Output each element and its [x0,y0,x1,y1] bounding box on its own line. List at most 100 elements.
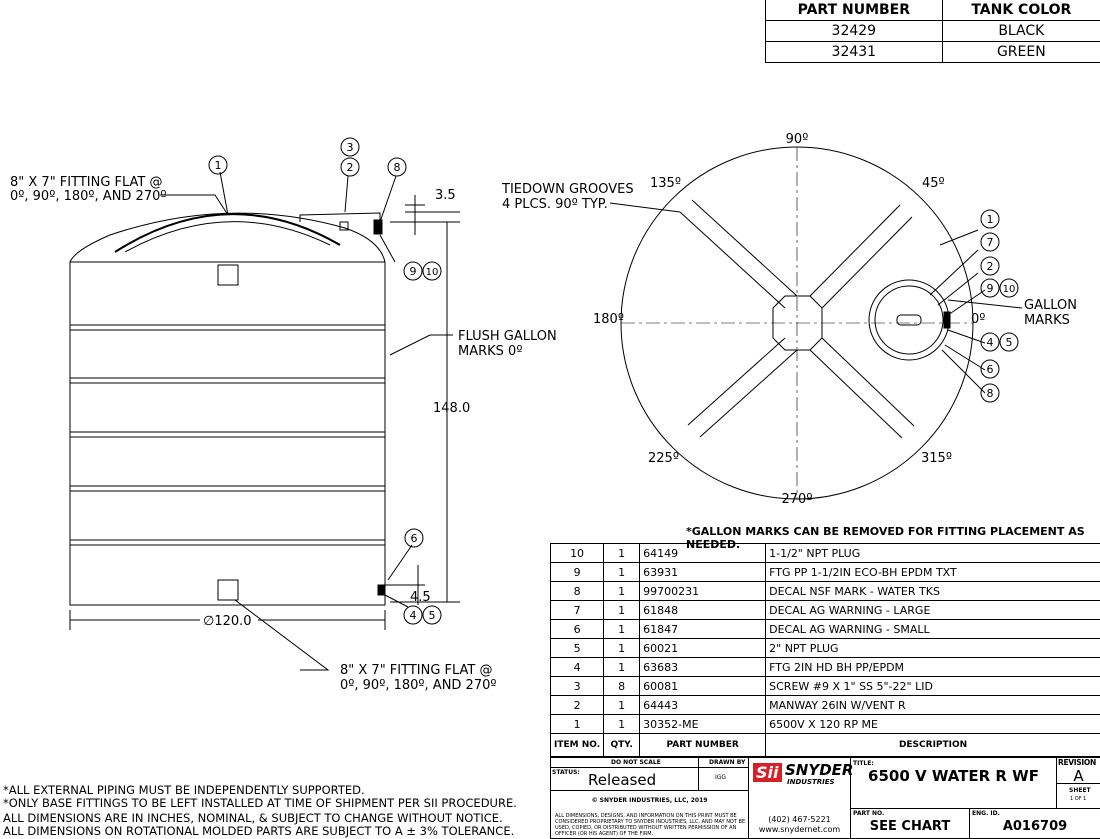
part-number: 61847 [639,619,767,639]
qty: 1 [603,581,641,601]
item-no: 10 [549,543,605,563]
note: ALL DIMENSIONS ARE IN INCHES, NOMINAL, &… [3,811,503,825]
description: DECAL AG WARNING - LARGE [765,600,1100,620]
qty: 8 [603,676,641,696]
note: ALL DIMENSIONS ON ROTATIONAL MOLDED PART… [3,824,515,838]
balloon: 5 [1006,336,1013,349]
item-no: 2 [549,695,605,715]
balloon: 10 [426,267,439,278]
header-qty: QTY. [603,733,641,757]
description: FTG 2IN HD BH PP/EPDM [765,657,1100,677]
balloon: 10 [1003,284,1016,295]
balloon: 2 [347,161,354,174]
qty: 1 [603,562,641,582]
angle-label: 225º [648,451,679,466]
item-no: 7 [549,600,605,620]
balloon: 9 [987,282,994,295]
balloon: 5 [429,609,436,622]
balloon: 3 [347,141,354,154]
manway-top [868,279,950,361]
drawing-title: 6500 V WATER R WF [868,767,1039,785]
part-number: 63683 [639,657,767,677]
sheet: 1 OF 1 [1070,796,1087,802]
do-not-scale: DO NOT SCALE [611,759,661,766]
balloon: 6 [987,363,994,376]
top-balloons [980,209,1019,403]
header-item-no: ITEM NO. [549,733,605,757]
phone: (402) 467-5221 [768,815,831,824]
description: 6500V X 120 RP ME [765,714,1100,734]
header-description: DESCRIPTION [765,733,1100,757]
bottom-fitting-note-angles: 0º, 90º, 180º, AND 270º [340,678,497,693]
balloon: 8 [394,161,401,174]
tiedown-note: TIEDOWN GROOVES [501,182,634,197]
qty: 1 [603,695,641,715]
item-no: 3 [549,676,605,696]
item-no: 9 [549,562,605,582]
website: www.snydernet.com [758,825,841,834]
part-number: 30352-ME [639,714,767,734]
item-no: 6 [549,619,605,639]
tank-ribs [70,324,385,546]
sheet-label: SHEET [1069,787,1091,794]
logo-sii: Sii [753,763,782,782]
title-label: TITLE: [853,760,874,767]
qty: 1 [603,657,641,677]
top-fitting-flat [217,264,239,286]
part-number: 60021 [639,638,767,658]
angle-label: 135º [650,176,681,191]
balloon: 4 [410,609,417,622]
angle-label: 0º [971,312,985,327]
qty: 1 [603,714,641,734]
top-fitting-note-angles: 0º, 90º, 180º, AND 270º [10,189,167,204]
revision: A [1073,767,1084,785]
angle-label: 180º [593,312,624,327]
bottom-fitting-flat [217,579,239,601]
gallon-marks-note: GALLON [1024,298,1077,313]
balloon: 8 [987,387,994,400]
part-number: 99700231 [639,581,767,601]
item-no: 4 [549,657,605,677]
status-label: STATUS: [552,769,580,776]
balloon: 1 [215,159,222,172]
disclaimer: ALL DIMENSIONS, DESIGNS, AND INFORMATION… [555,813,746,837]
flush-gallon-note: FLUSH GALLON [458,329,557,344]
eng-id: A016709 [1002,819,1068,834]
copyright: © SNYDER INDUSTRIES, LLC, 2019 [591,797,708,804]
part-no: SEE CHART [869,819,951,834]
item-no: 1 [549,714,605,734]
description: 1-1/2" NPT PLUG [765,543,1100,563]
description: MANWAY 26IN W/VENT R [765,695,1100,715]
note: *ONLY BASE FITTINGS TO BE LEFT INSTALLED… [3,796,517,810]
side-view: 1 3 2 8 9 10 6 4 5 8" X 7" FITTING FLAT … [10,137,557,693]
center-hub [772,295,823,351]
balloon: 9 [410,265,417,278]
manway [299,212,381,222]
logo-snyder: SNYDER [785,761,854,779]
description: DECAL NSF MARK - WATER TKS [765,581,1100,601]
balloon: 1 [987,213,994,226]
gallon-marks-note-2: MARKS [1024,313,1070,328]
balloon: 6 [411,532,418,545]
top-view: 1 7 2 9 10 4 5 6 8 90º 45º 135º 180º 0º … [501,132,1077,507]
qty: 1 [603,600,641,620]
angle-label: 270º [782,492,813,507]
revision-label: REVISION [1058,758,1096,767]
balloon: 7 [987,236,994,249]
part-number: 64149 [639,543,767,563]
qty: 1 [603,638,641,658]
diameter-dimension: ∅120.0 [203,614,252,629]
bom-header: ITEM NO. QTY. PART NUMBER DESCRIPTION [549,733,1100,757]
part-number: 32431 [765,41,943,63]
part-number: 61848 [639,600,767,620]
qty: 1 [603,543,641,563]
header-part-number: PART NUMBER [639,733,767,757]
angle-label: 315º [921,451,952,466]
